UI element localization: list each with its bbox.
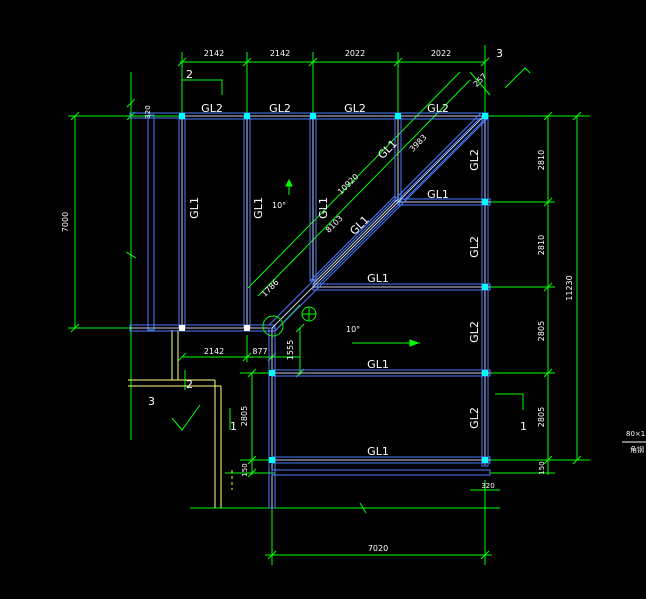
section-mark-2-top: 2 <box>186 68 193 81</box>
section-mark-1-right: 1 <box>520 420 527 433</box>
beam-gl1-h3: GL1 <box>367 358 389 371</box>
dim-top-2: 2142 <box>270 49 290 58</box>
beam-gl2-right-4: GL2 <box>468 407 481 429</box>
dim-bottom-small: 320 <box>481 482 494 490</box>
side-note-1: 80×15 <box>626 430 646 438</box>
section-mark-1-left: 1 <box>230 420 237 433</box>
dim-right-2: 2810 <box>537 235 546 255</box>
dim-right-total: 11230 <box>565 275 574 300</box>
dim-top-4: 2022 <box>431 49 451 58</box>
dim-lower-150: 150 <box>241 463 249 476</box>
slab-edges <box>128 330 233 508</box>
beam-gl2-right-3: GL2 <box>468 321 481 343</box>
joints <box>179 113 488 463</box>
dim-right-4: 2805 <box>537 407 546 427</box>
dim-lower-2805: 2805 <box>240 406 249 426</box>
dim-mid-877: 877 <box>252 347 267 356</box>
dim-right-1: 2810 <box>537 150 546 170</box>
section-mark-3-top: 3 <box>496 47 503 60</box>
slope-label-1: 10° <box>272 201 286 210</box>
dim-mid-2142: 2142 <box>204 347 224 356</box>
beam-gl1-h2: GL1 <box>367 272 389 285</box>
beam-gl2-top-1: GL2 <box>201 102 223 115</box>
dim-left-total: 7000 <box>61 212 70 232</box>
section-mark-2-bottom: 2 <box>186 378 193 391</box>
dim-right-3: 2805 <box>537 321 546 341</box>
beam-gl2-right-1: GL2 <box>468 149 481 171</box>
dimension-lines <box>68 45 590 565</box>
beam-gl1-v1: GL1 <box>188 197 201 219</box>
grid-circles <box>262 306 317 337</box>
beam-gl1-h4: GL1 <box>367 445 389 458</box>
dim-bottom-total: 7020 <box>368 544 388 553</box>
labels: 2142 2142 2022 2022 2 2 3 3 1 1 GL2 GL2 … <box>61 47 646 553</box>
side-note-2: 角钢 <box>630 445 644 454</box>
dim-top-1: 2142 <box>204 49 224 58</box>
dim-top-3: 2022 <box>345 49 365 58</box>
beam-gl1-h1: GL1 <box>427 188 449 201</box>
dim-right-5: 150 <box>538 461 546 474</box>
section-mark-3-left: 3 <box>148 395 155 408</box>
beam-gl2-top-3: GL2 <box>344 102 366 115</box>
beam-gl1-v3: GL1 <box>317 197 330 219</box>
dim-mid-1555: 1555 <box>286 340 295 360</box>
slope-label-2: 10° <box>346 325 360 334</box>
beam-gl1-v2: GL1 <box>252 197 265 219</box>
beam-gl2-top-4: GL2 <box>427 102 449 115</box>
slope-arrows <box>285 178 420 347</box>
dim-left-small: 320 <box>144 105 152 118</box>
beam-gl2-right-2: GL2 <box>468 236 481 258</box>
beam-gl2-top-2: GL2 <box>269 102 291 115</box>
